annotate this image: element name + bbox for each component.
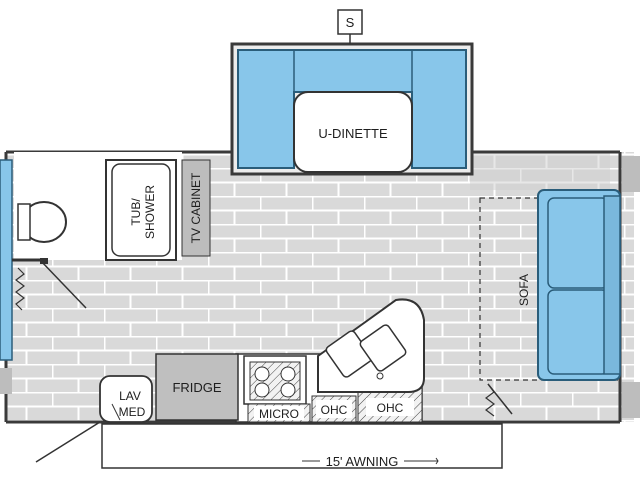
tub-shower-label-2: SHOWER: [143, 185, 157, 239]
ohc-right-label: OHC: [377, 401, 404, 415]
tv-cabinet: [181, 159, 211, 257]
rear-wall-block-top: [622, 156, 640, 192]
tub-shower-label-1: TUB/: [129, 198, 143, 226]
med-label: MED: [119, 405, 146, 419]
sink-basin-right: [359, 324, 407, 372]
rear-wall-block-bottom: [622, 382, 640, 418]
entry-door-swing: [35, 421, 101, 463]
sofa-area: SOFA: [479, 189, 621, 417]
slide-marker: S: [337, 9, 363, 44]
lav-label: LAV: [119, 389, 141, 403]
ohc-left-label: OHC: [321, 403, 348, 417]
slide-marker-label: S: [346, 15, 355, 30]
front-wall-block: [0, 368, 12, 394]
micro-label: MICRO: [259, 407, 299, 421]
sofa-label: SOFA: [517, 274, 531, 306]
bath-door-spring: [15, 267, 25, 311]
u-dinette: U-DINETTE: [237, 49, 467, 173]
kitchen: FRIDGE MICRO OHC OHC: [155, 298, 425, 423]
fridge-label: FRIDGE: [172, 380, 221, 395]
fridge: [155, 353, 239, 421]
tv-cabinet-label: TV CABINET: [189, 172, 203, 243]
front-window: [0, 159, 13, 361]
awning: 15' AWNING: [101, 423, 503, 469]
dinette-label: U-DINETTE: [318, 126, 388, 141]
dinette-table: [293, 91, 413, 173]
awning-label: 15' AWNING: [326, 454, 399, 469]
bathroom: TUB/ SHOWER TV CABINET: [12, 152, 211, 311]
lavatory: LAV MED: [99, 375, 153, 423]
tub-shower: [111, 163, 171, 257]
